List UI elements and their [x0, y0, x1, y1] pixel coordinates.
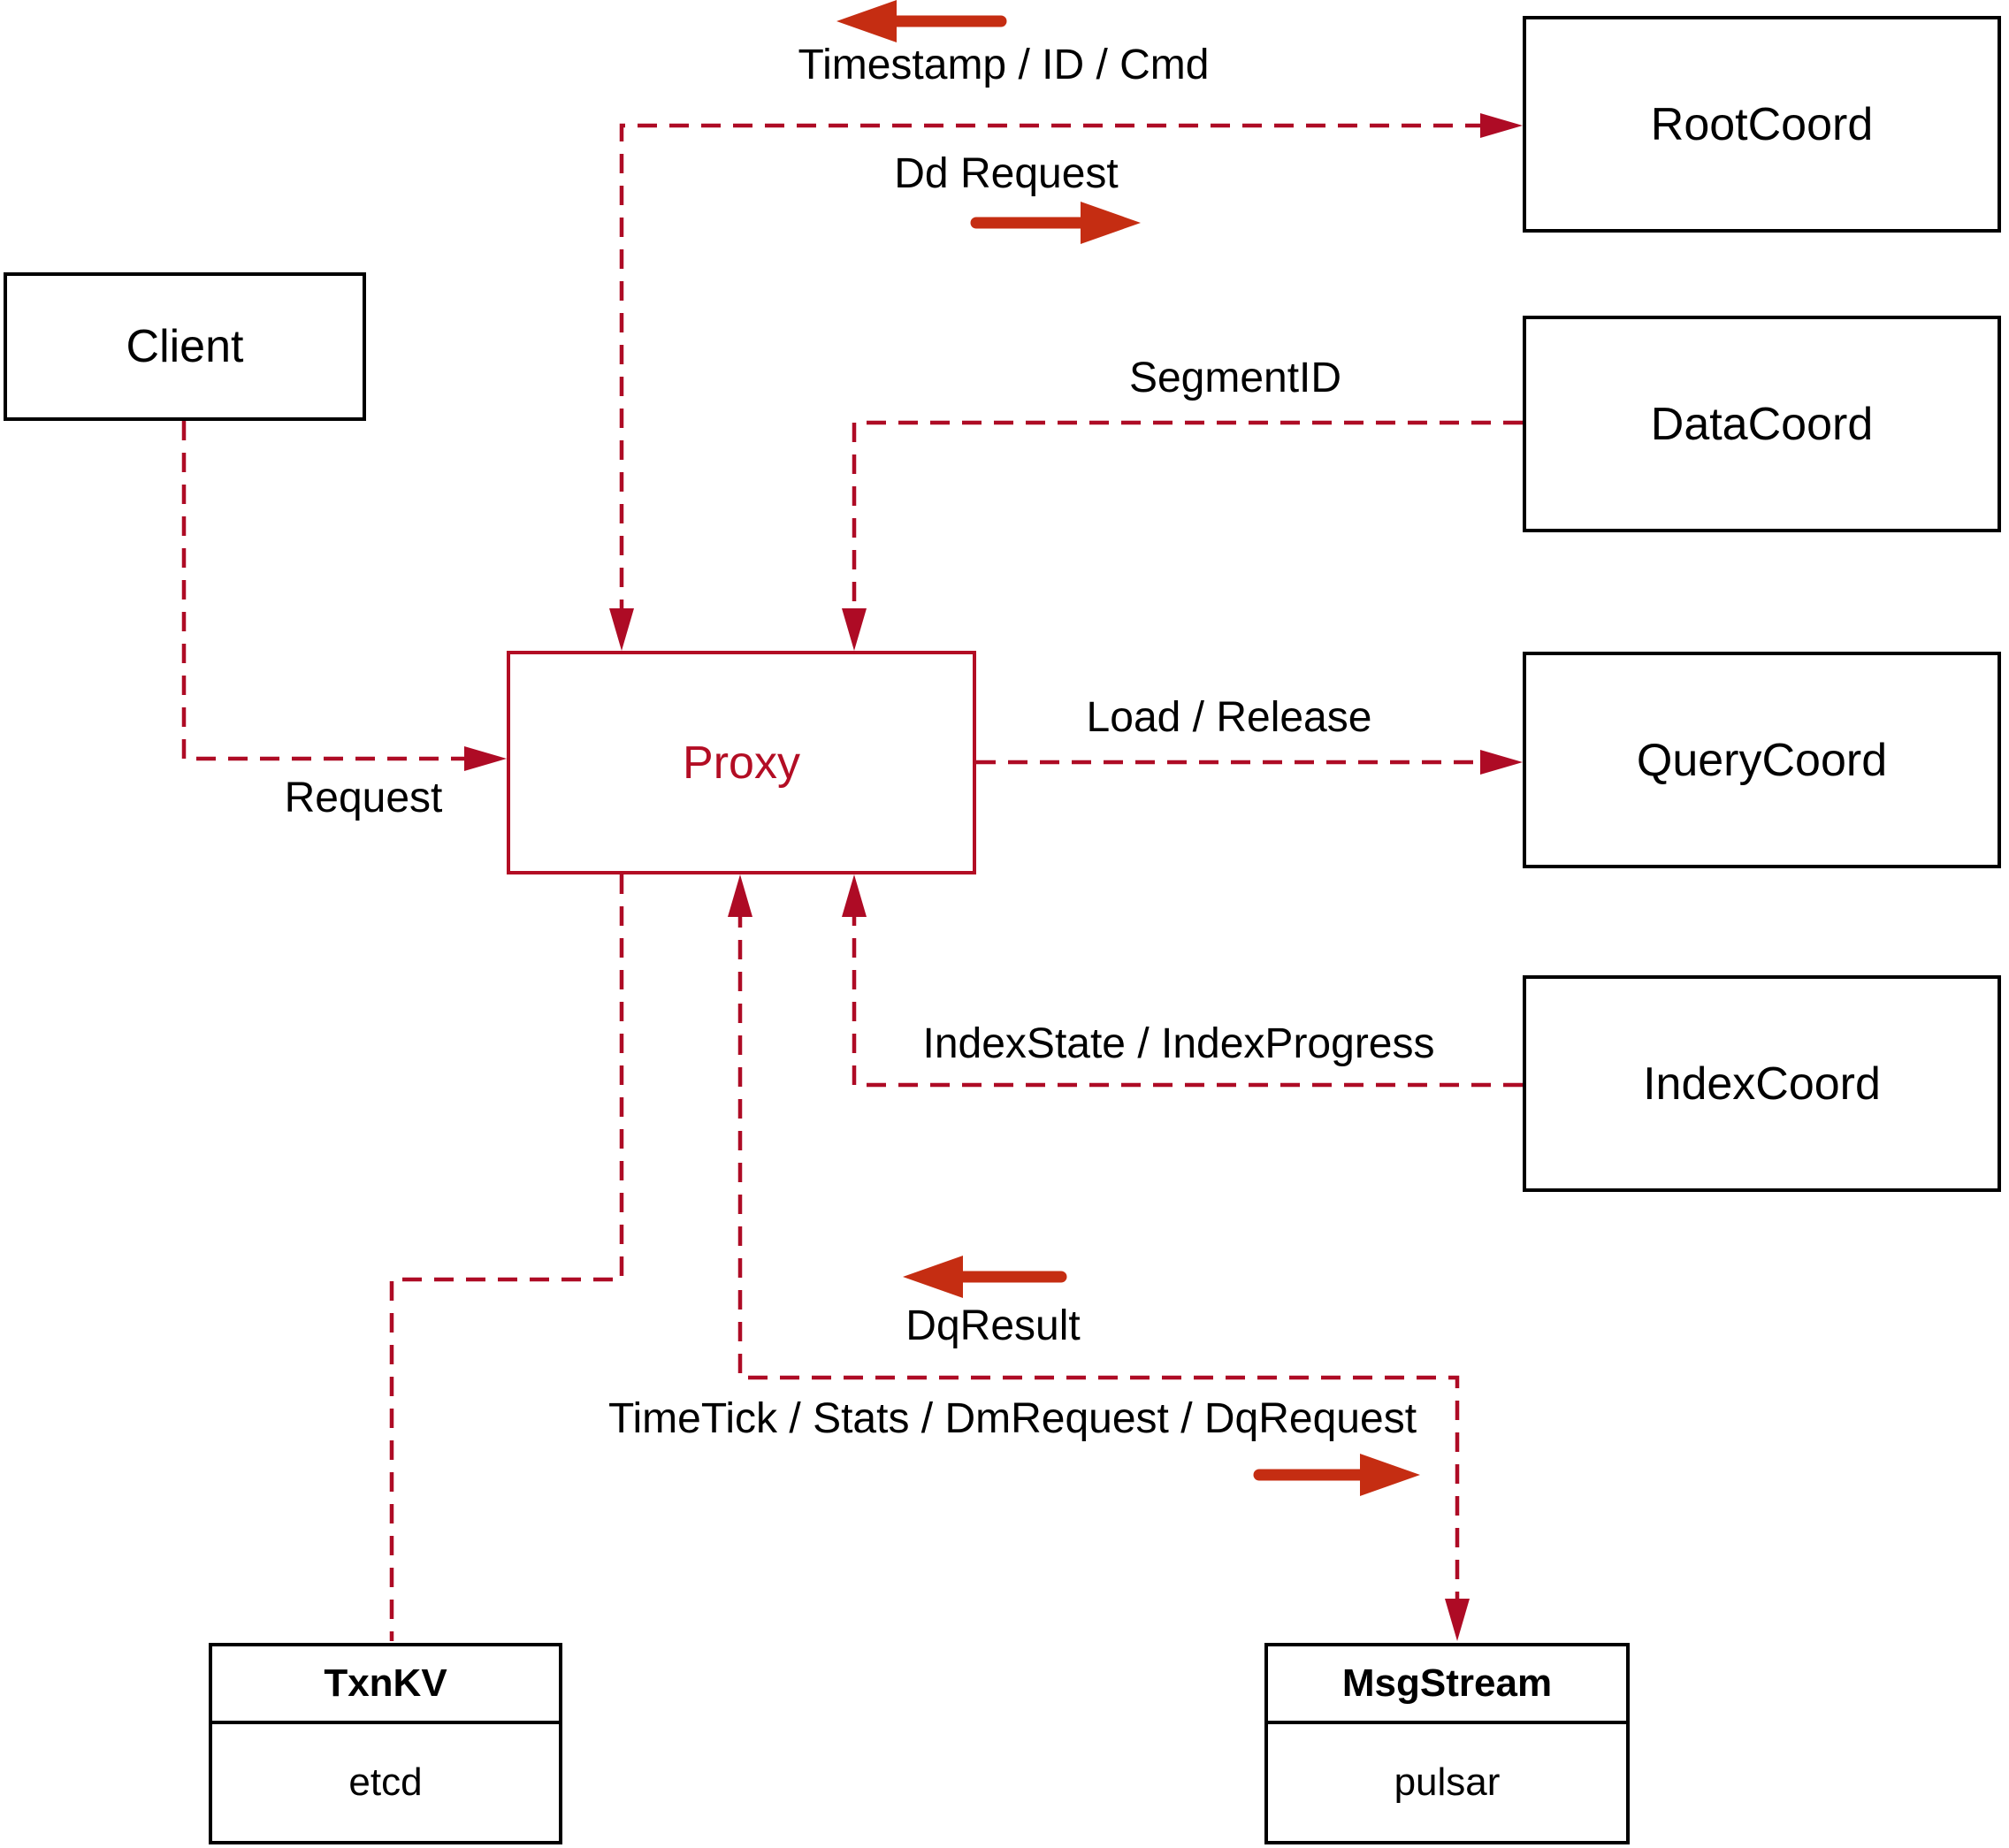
node-proxy-label: Proxy: [683, 737, 800, 789]
node-indexcoord-label: IndexCoord: [1643, 1058, 1881, 1110]
node-datacoord-label: DataCoord: [1650, 398, 1874, 450]
edge-label-timetick-stats-dmrequest-dqrequest: TimeTick / Stats / DmRequest / DqRequest: [607, 1395, 1417, 1442]
node-msgstream-subtitle: pulsar: [1394, 1760, 1501, 1804]
edge-label-load-release: Load / Release: [1086, 694, 1372, 741]
edge-datacoord-proxy-line: [852, 420, 1523, 619]
arrow-up-into-proxy-icon: [728, 874, 752, 917]
arrow-right-into-proxy-icon: [464, 746, 507, 771]
node-msgstream: MsgStream pulsar: [1264, 1643, 1630, 1844]
edge-label-dqresult: DqResult: [905, 1302, 1081, 1349]
edge-label-dd-request: Dd Request: [894, 150, 1119, 197]
edge-indexcoord-proxy-line: [852, 908, 1523, 1088]
edge-proxy-txnkv-line: [389, 874, 624, 1641]
edge-label-request: Request: [284, 775, 443, 821]
arrow-right-icon: [1081, 202, 1141, 244]
node-txnkv: TxnKV etcd: [209, 1643, 562, 1844]
node-rootcoord-label: RootCoord: [1650, 98, 1874, 150]
edge-label-indexstate-indexprogress: IndexState / IndexProgress: [922, 1020, 1435, 1067]
edge-label-segmentid: SegmentID: [1128, 355, 1342, 401]
arrow-down-into-proxy-icon: [842, 608, 867, 651]
arrow-right-into-querycoord-icon: [1480, 750, 1523, 775]
node-txnkv-subtitle: etcd: [348, 1760, 423, 1804]
arrow-up-into-proxy-icon: [842, 874, 867, 917]
arrow-right-icon: [1360, 1454, 1420, 1496]
edge-proxy-msgstream-line: [737, 908, 1460, 1609]
node-querycoord-label: QueryCoord: [1636, 734, 1888, 786]
node-client-label: Client: [126, 321, 244, 372]
node-msgstream-title: MsgStream: [1268, 1646, 1626, 1724]
arrow-down-into-msgstream-icon: [1445, 1599, 1470, 1641]
node-indexcoord: IndexCoord: [1523, 975, 2001, 1192]
arrow-left-icon: [836, 0, 897, 42]
arrow-down-into-proxy-icon: [609, 608, 634, 651]
node-proxy: Proxy: [507, 651, 976, 874]
edge-proxy-rootcoord-line: [619, 123, 1491, 619]
edge-client-proxy-line: [181, 421, 477, 761]
node-txnkv-title: TxnKV: [212, 1646, 559, 1724]
edge-label-timestamp-id-cmd: Timestamp / ID / Cmd: [798, 42, 1210, 88]
node-querycoord: QueryCoord: [1523, 652, 2001, 868]
node-datacoord: DataCoord: [1523, 316, 2001, 532]
arrow-right-into-rootcoord-icon: [1480, 113, 1523, 138]
arrow-left-icon: [903, 1256, 963, 1298]
node-rootcoord: RootCoord: [1523, 16, 2001, 233]
node-client: Client: [4, 272, 366, 421]
